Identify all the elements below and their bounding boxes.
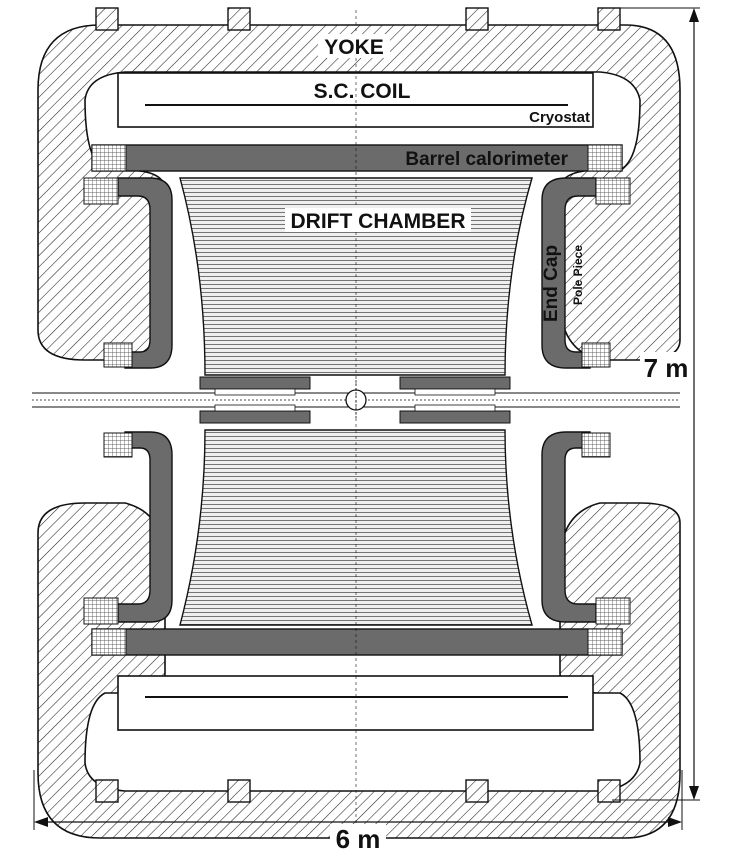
endcap-left-bottom	[83, 431, 173, 625]
interaction-region-magnets	[199, 376, 511, 424]
drift-chamber-label: DRIFT CHAMBER	[291, 210, 466, 233]
height-label-bg	[640, 352, 692, 382]
width-dimension	[33, 770, 683, 830]
yoke-label: YOKE	[324, 36, 384, 59]
endcap-right-bottom	[541, 431, 631, 625]
width-label: 6 m	[336, 824, 381, 854]
coil-cryostat-bottom	[117, 675, 594, 731]
yoke-label-bg	[318, 34, 390, 58]
pole-piece-label: Pole Piece	[571, 245, 585, 305]
height-label: 7 m	[644, 353, 689, 383]
endcap-left-top	[83, 177, 173, 369]
coil-label: S.C. COIL	[314, 80, 411, 103]
height-dimension	[612, 7, 700, 801]
yoke	[37, 7, 681, 839]
barrel-calorimeter-label: Barrel calorimeter	[405, 149, 568, 170]
drift-label-bg	[285, 208, 471, 232]
barrel-calorimeter-bottom	[91, 628, 623, 656]
coil-cryostat-top	[117, 72, 594, 128]
endcap-right-top	[541, 177, 631, 369]
endcap-label: End Cap	[541, 245, 562, 322]
barrel-calorimeter-top	[91, 144, 623, 172]
cryostat-label: Cryostat	[529, 109, 590, 126]
width-label-bg	[330, 824, 386, 854]
